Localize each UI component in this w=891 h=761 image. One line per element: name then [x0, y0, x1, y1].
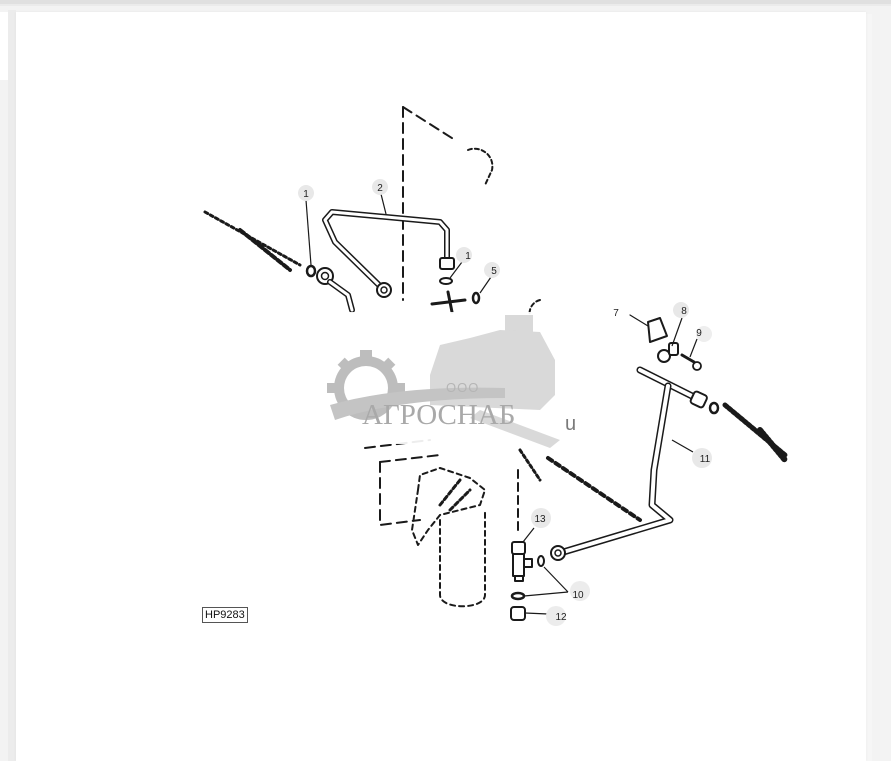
svg-text:8: 8	[681, 306, 687, 317]
svg-text:9: 9	[696, 328, 702, 339]
watermark-logo: ООО АГРОСНАБ u	[320, 312, 576, 448]
callout-10: 10	[570, 581, 590, 601]
callouts: 1 2 1 5 7 8 9 11 13 10 12	[298, 179, 712, 626]
svg-text:7: 7	[613, 308, 619, 319]
svg-text:10: 10	[572, 590, 584, 601]
left-gutter	[8, 10, 16, 761]
gear-icon	[327, 350, 505, 420]
svg-text:2: 2	[377, 183, 383, 194]
callout-2: 2	[372, 179, 388, 195]
callout-5: 5	[484, 262, 500, 278]
svg-text:АГРОСНАБ: АГРОСНАБ	[362, 399, 515, 431]
callout-8: 8	[673, 302, 689, 318]
callout-12: 12	[546, 606, 567, 626]
svg-text:5: 5	[491, 266, 497, 277]
callout-7: 7	[613, 308, 619, 319]
figure-label: HP9283	[202, 607, 248, 623]
svg-text:13: 13	[534, 514, 546, 525]
callout-11: 11	[692, 448, 712, 468]
browser-top-border	[0, 0, 891, 4]
svg-text:1: 1	[465, 251, 471, 262]
svg-text:12: 12	[555, 612, 567, 623]
right-gutter	[866, 14, 872, 761]
browser-top-border-shadow	[0, 4, 891, 6]
callout-1a: 1	[298, 185, 314, 201]
svg-text:1: 1	[303, 189, 309, 200]
callout-9: 9	[696, 326, 712, 342]
svg-text:ООО: ООО	[446, 380, 479, 395]
svg-text:u: u	[565, 413, 576, 435]
callout-13: 13	[531, 508, 551, 528]
callout-1b: 1	[456, 247, 472, 263]
svg-text:11: 11	[700, 454, 711, 465]
